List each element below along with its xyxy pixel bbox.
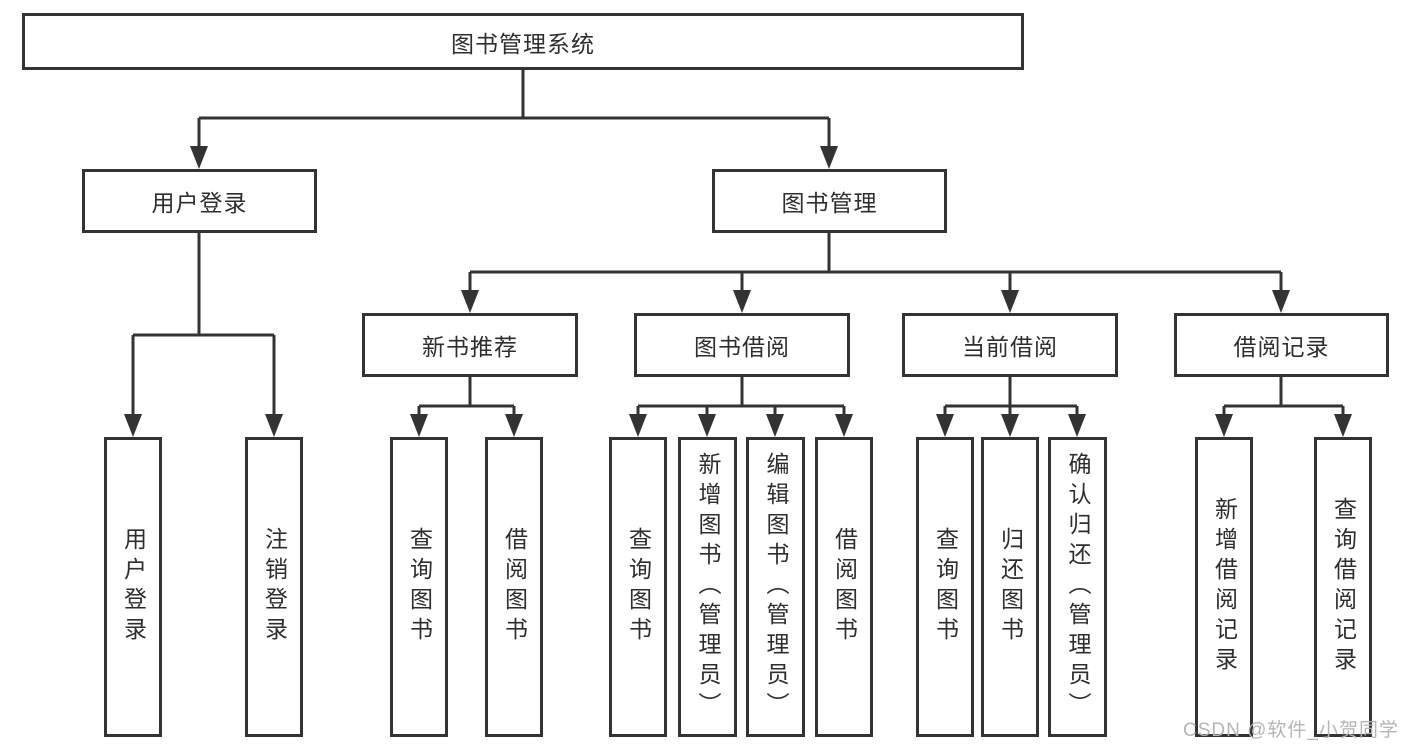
- leaf-confirm-return-admin-label: 确认归还（管理员）: [1065, 452, 1091, 722]
- leaf-add-books-admin-label: 新增图书（管理员）: [695, 452, 721, 722]
- leaf-edit-books-admin-label: 编辑图书（管理员）: [763, 452, 789, 722]
- leaf-query-books-borrow: 查询图书: [609, 437, 667, 737]
- connector-borrow-records-children: [1215, 377, 1352, 437]
- leaf-query-books-current-label: 查询图书: [932, 527, 959, 647]
- leaf-query-books-borrow-label: 查询图书: [625, 527, 652, 647]
- leaf-query-borrow-record: 查询借阅记录: [1314, 437, 1372, 737]
- node-user-login-label: 用户登录: [151, 190, 248, 216]
- node-book-management-label: 图书管理: [781, 190, 878, 216]
- leaf-borrow-books-recommend-label: 借阅图书: [501, 527, 528, 647]
- leaf-borrow-books: 借阅图书: [815, 437, 873, 737]
- connector-user-login-children: [124, 233, 283, 437]
- leaf-user-login-label: 用户登录: [120, 527, 147, 647]
- connector-new-book-recommend-children: [410, 377, 523, 437]
- leaf-query-books-recommend: 查询图书: [390, 437, 448, 737]
- connector-book-management-children: [461, 233, 1290, 313]
- leaf-return-books-label: 归还图书: [997, 527, 1024, 647]
- node-root-system: 图书管理系统: [22, 13, 1024, 70]
- node-new-book-recommend: 新书推荐: [362, 313, 578, 377]
- node-root-label: 图书管理系统: [451, 30, 595, 57]
- node-current-borrow-label: 当前借阅: [962, 334, 1058, 360]
- leaf-user-login: 用户登录: [104, 437, 162, 737]
- leaf-add-borrow-record: 新增借阅记录: [1195, 437, 1253, 737]
- node-user-login: 用户登录: [82, 169, 317, 233]
- leaf-add-borrow-record-label: 新增借阅记录: [1211, 497, 1238, 677]
- node-borrow-records-label: 借阅记录: [1233, 334, 1330, 360]
- leaf-confirm-return-admin: 确认归还（管理员）: [1048, 437, 1107, 737]
- connector-book-borrow-children: [629, 377, 853, 437]
- node-book-management: 图书管理: [712, 169, 947, 233]
- leaf-borrow-books-recommend: 借阅图书: [485, 437, 543, 737]
- leaf-logout-label: 注销登录: [261, 527, 288, 647]
- leaf-query-books-current: 查询图书: [916, 437, 974, 737]
- node-new-book-recommend-label: 新书推荐: [422, 334, 518, 360]
- node-book-borrow: 图书借阅: [634, 313, 850, 377]
- node-borrow-records: 借阅记录: [1174, 313, 1389, 377]
- leaf-return-books: 归还图书: [981, 437, 1039, 737]
- leaf-add-books-admin: 新增图书（管理员）: [678, 437, 737, 737]
- leaf-borrow-books-label: 借阅图书: [831, 527, 858, 647]
- leaf-query-borrow-record-label: 查询借阅记录: [1330, 497, 1357, 677]
- connector-root-to-level2: [190, 70, 838, 169]
- csdn-watermark: CSDN @软件_小贺同学: [1183, 720, 1399, 741]
- leaf-query-books-recommend-label: 查询图书: [406, 527, 433, 647]
- leaf-logout: 注销登录: [245, 437, 303, 737]
- node-book-borrow-label: 图书借阅: [694, 334, 790, 360]
- leaf-edit-books-admin: 编辑图书（管理员）: [746, 437, 805, 737]
- connector-current-borrow-children: [936, 377, 1086, 437]
- node-current-borrow: 当前借阅: [902, 313, 1118, 377]
